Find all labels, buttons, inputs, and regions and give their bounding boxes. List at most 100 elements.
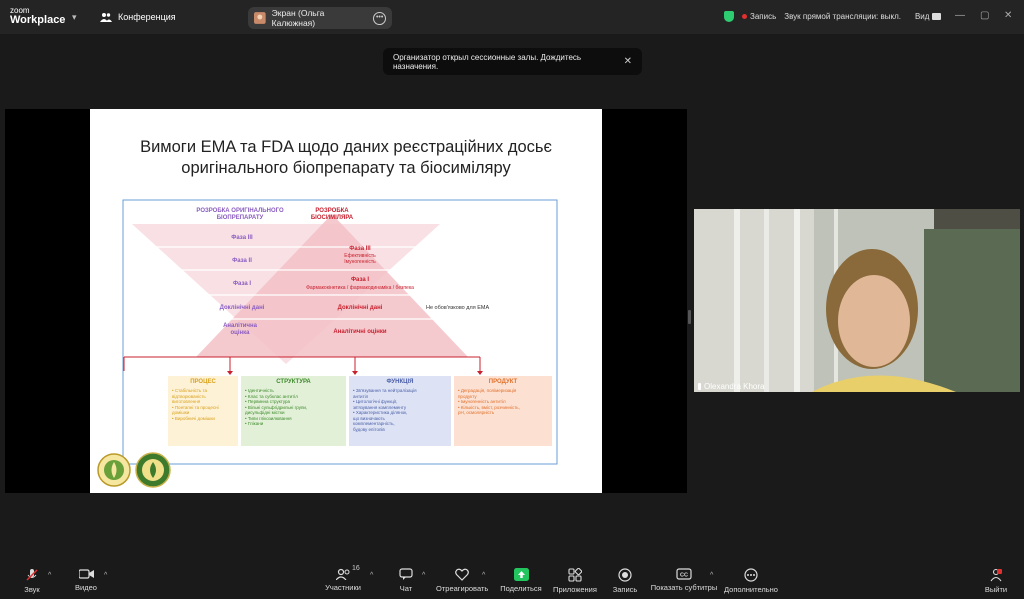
- list-item: • Стабільність та: [172, 388, 208, 393]
- list-item: • Кількість, вміст, розчинність,: [458, 404, 520, 410]
- video-button[interactable]: Видео: [70, 562, 102, 592]
- chevron-up-icon[interactable]: ^: [482, 572, 486, 579]
- chat-icon: [399, 568, 413, 580]
- presentation-slide: Вимоги EMA та FDA щодо даних реєстраційн…: [90, 109, 602, 493]
- panel-resize-handle[interactable]: [688, 310, 691, 324]
- list-item: домішки: [172, 410, 190, 415]
- list-item: • Зв'язування та нейтралізація: [353, 388, 417, 393]
- participants-label: Участники: [325, 583, 361, 592]
- right-analytical: Аналітичні оцінки: [333, 329, 386, 335]
- minimize-icon[interactable]: —: [955, 10, 965, 21]
- mic-off-icon: [26, 569, 38, 581]
- box-structure-title: СТРУКТУРА: [276, 379, 311, 385]
- left-level-phase1: Фаза I: [233, 281, 251, 287]
- list-item: • Ідентичність: [245, 388, 274, 393]
- leave-icon: [990, 568, 1002, 582]
- video-label: Видео: [75, 583, 97, 592]
- record-button[interactable]: Запись: [610, 562, 640, 594]
- video-frame: [694, 209, 1020, 392]
- slide-title: Вимоги EMA та FDA щодо даних реєстраційн…: [90, 137, 602, 179]
- list-item: антитіл: [353, 393, 369, 399]
- react-button[interactable]: Отреагировать: [436, 562, 488, 593]
- university-logo-right: [135, 452, 171, 488]
- more-button[interactable]: Дополнительно: [722, 562, 780, 594]
- record-icon: [618, 568, 632, 582]
- participants-button[interactable]: Участники: [322, 562, 364, 592]
- list-item: дисульфідні містки: [245, 410, 285, 415]
- right-header-line1: РОЗРОБКА: [315, 208, 349, 214]
- list-item: комплементарність,: [353, 421, 395, 426]
- meeting-toolbar: Звук ^ Видео ^ Участники 16 ^ Чат ^ Отре…: [0, 562, 1024, 599]
- breakout-toast: Организатор открыл сессионные залы. Дожд…: [383, 48, 642, 75]
- left-analytical-line2: оцінка: [231, 330, 251, 336]
- logo-small-text: zoom: [10, 6, 30, 15]
- more-label: Дополнительно: [724, 585, 778, 594]
- box-process-title: ПРОЦЕС: [190, 379, 216, 385]
- share-button[interactable]: Поделиться: [500, 562, 542, 593]
- participant-name: Olexandra Khora: [704, 382, 765, 391]
- logo-big-text: Workplace: [10, 14, 66, 26]
- slide-title-line2: оригінального біопрепарату та біосиміляр…: [181, 159, 511, 177]
- box-function: ФУНКЦІЯ • Зв'язування та нейтралізація а…: [349, 376, 451, 446]
- leave-button[interactable]: Выйти: [982, 562, 1010, 594]
- chevron-up-icon[interactable]: ^: [370, 572, 374, 579]
- box-product-title: ПРОДУКТ: [488, 379, 518, 385]
- chevron-up-icon[interactable]: ^: [48, 572, 52, 579]
- left-level-phase2: Фаза II: [232, 258, 252, 264]
- apps-label: Приложения: [553, 585, 597, 594]
- right-phase3: Фаза III: [349, 246, 371, 252]
- chevron-up-icon[interactable]: ^: [422, 572, 426, 579]
- list-item: • Типи глікозилювання: [245, 415, 292, 421]
- record-status[interactable]: Запись: [742, 12, 776, 21]
- close-icon[interactable]: ✕: [623, 56, 632, 67]
- list-item: відтворюваність: [172, 393, 206, 399]
- chevron-up-icon[interactable]: ^: [710, 572, 714, 579]
- participants-icon: [335, 568, 349, 580]
- list-item: • Клас та субклас антитіл: [245, 393, 298, 399]
- participant-name-tag: Olexandra Khora: [698, 382, 764, 391]
- conference-tab[interactable]: Конференция: [100, 12, 176, 22]
- camera-icon: [78, 569, 94, 579]
- left-level-phase3: Фаза III: [231, 235, 253, 241]
- list-item: • Вільні сульфгідрильні групи,: [245, 404, 308, 410]
- captions-label: Показать субтитры: [650, 583, 718, 592]
- left-header-line1: РОЗРОБКА ОРИГІНАЛЬНОГО: [196, 208, 284, 214]
- left-level-preclinical: Доклінічні дані: [220, 305, 265, 311]
- box-product-list: • Деградація, полімеризація продукту • І…: [458, 388, 548, 416]
- more-icon[interactable]: •••: [373, 11, 386, 25]
- close-icon[interactable]: ✕: [1004, 10, 1013, 21]
- chevron-up-icon[interactable]: ^: [104, 572, 108, 579]
- screen-share-tab[interactable]: Экран (Ольга Калюжная) •••: [248, 7, 392, 29]
- audio-button[interactable]: Звук: [18, 562, 46, 594]
- box-structure-list: • Ідентичність • Клас та субклас антитіл…: [245, 388, 342, 427]
- record-dot-icon: [742, 14, 747, 20]
- svg-text:CC: CC: [680, 573, 688, 579]
- zoom-logo: zoom Workplace: [10, 7, 65, 26]
- share-label: Поделиться: [500, 584, 542, 593]
- more-icon: [744, 568, 758, 582]
- right-header-line2: БІОСИМІЛЯРА: [311, 215, 354, 221]
- apps-button[interactable]: Приложения: [552, 562, 598, 594]
- status-area: Запись Звук прямой трансляции: выкл. Вид: [724, 11, 942, 22]
- captions-button[interactable]: CC Показать субтитры: [650, 562, 718, 592]
- box-function-list: • Зв'язування та нейтралізація антитіл •…: [353, 388, 447, 432]
- chevron-down-icon[interactable]: ▾: [72, 12, 77, 22]
- record-label: Запись: [612, 585, 638, 594]
- arrow-head-icon: [227, 371, 233, 375]
- list-item: • Деградація, полімеризація: [458, 388, 517, 393]
- conference-label: Конференция: [118, 12, 176, 22]
- list-item: виготовлення: [172, 399, 201, 404]
- view-button[interactable]: Вид: [915, 12, 942, 21]
- react-label: Отреагировать: [436, 584, 489, 593]
- apps-icon: [568, 568, 582, 582]
- list-item: • Глікани: [245, 421, 264, 426]
- stream-status[interactable]: Звук прямой трансляции: выкл.: [784, 12, 901, 21]
- chat-button[interactable]: Чат: [394, 562, 418, 593]
- window-topbar: zoom Workplace ▾ Конференция Экран (Ольг…: [0, 0, 1024, 34]
- right-phase3-sub1: Ефективність: [344, 253, 376, 259]
- box-process-list: • Стабільність та відтворюваність вигото…: [172, 388, 234, 421]
- maximize-icon[interactable]: ▢: [980, 10, 990, 21]
- participant-video[interactable]: [694, 209, 1020, 392]
- shield-icon[interactable]: [724, 11, 734, 22]
- list-item: що визначають: [353, 415, 385, 421]
